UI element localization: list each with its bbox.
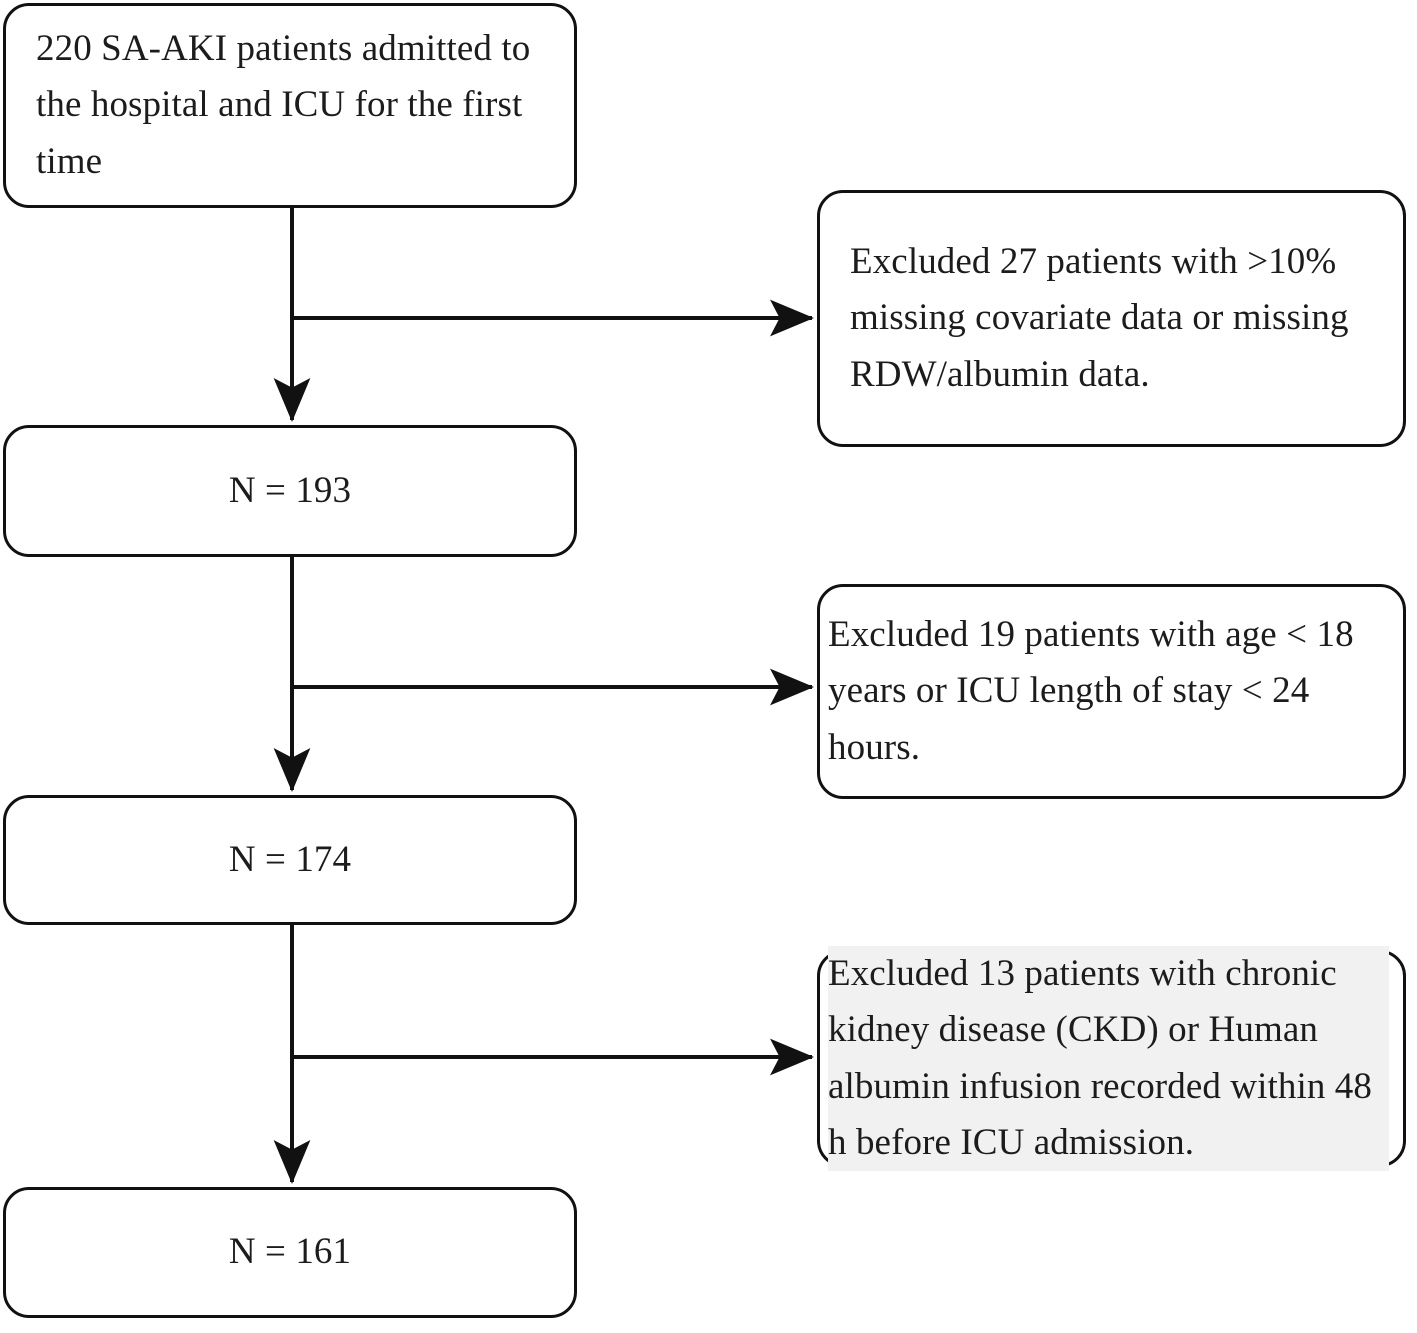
node-exclusion-13-label: Excluded 13 patients with chronic kidney… <box>828 946 1389 1171</box>
node-cohort-161-label: N = 161 <box>228 1231 352 1273</box>
node-cohort-193-label: N = 193 <box>228 469 352 511</box>
node-cohort-161: N = 161 <box>3 1187 577 1318</box>
node-cohort-174-label: N = 174 <box>228 838 352 880</box>
node-exclusion-19: Excluded 19 patients with age < 18 years… <box>817 584 1406 799</box>
node-source-cohort-label: 220 SA-AKI patients admitted to the hosp… <box>36 28 531 182</box>
node-exclusion-19-label: Excluded 19 patients with age < 18 years… <box>828 614 1354 768</box>
node-exclusion-27: Excluded 27 patients with >10% missing c… <box>817 190 1406 447</box>
node-source-cohort: 220 SA-AKI patients admitted to the hosp… <box>3 3 577 208</box>
node-exclusion-13: Excluded 13 patients with chronic kidney… <box>817 946 1406 1171</box>
node-cohort-193: N = 193 <box>3 425 577 557</box>
node-cohort-174: N = 174 <box>3 795 577 925</box>
node-exclusion-27-label: Excluded 27 patients with >10% missing c… <box>850 241 1349 395</box>
